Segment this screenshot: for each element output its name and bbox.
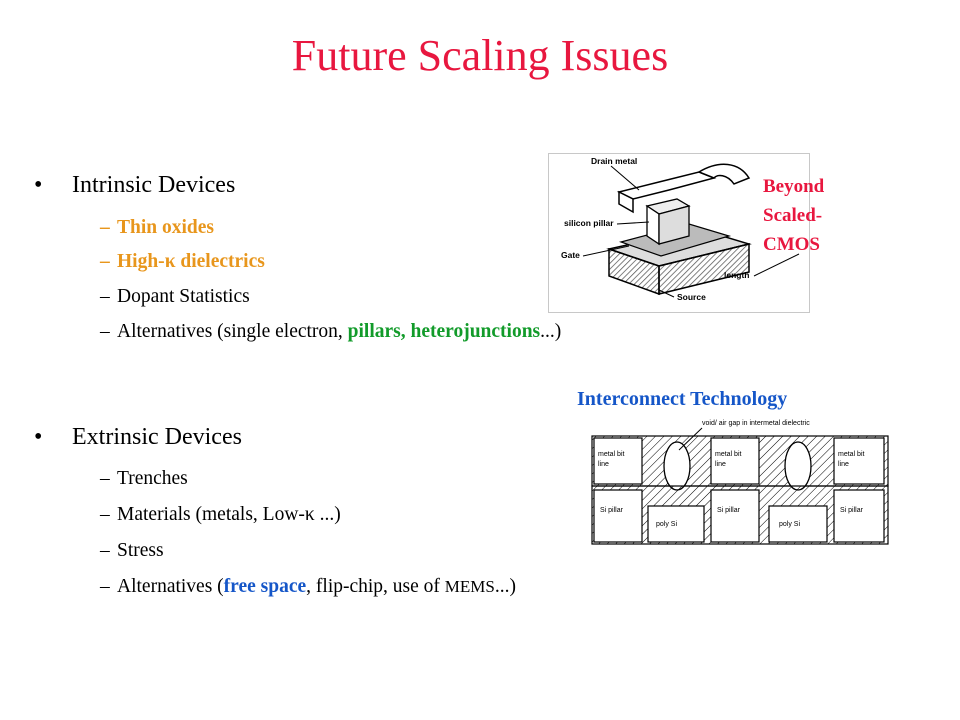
dash-glyph: – bbox=[100, 504, 110, 525]
label-poly-si-2: poly Si bbox=[779, 521, 800, 528]
dash-glyph: – bbox=[100, 576, 110, 597]
label-drain-metal: Drain metal bbox=[591, 156, 637, 166]
item-materials: –Materials (metals, Low-κ ...) bbox=[100, 504, 341, 526]
bullet-extrinsic-devices: • Extrinsic Devices bbox=[34, 424, 242, 451]
dash-glyph: – bbox=[100, 321, 110, 342]
dash-glyph: – bbox=[100, 217, 110, 238]
label-length: length bbox=[724, 270, 750, 280]
bullet-intrinsic-devices: • Intrinsic Devices bbox=[34, 172, 235, 199]
label-line-1: line bbox=[598, 461, 609, 468]
item-thin-oxides: –Thin oxides bbox=[100, 217, 214, 239]
alt-prefix: Alternatives ( bbox=[117, 576, 224, 597]
label-poly-si-1: poly Si bbox=[656, 521, 677, 528]
label-metal-bit-line-2: metal bit bbox=[715, 451, 742, 458]
trenches-text: Trenches bbox=[117, 468, 188, 489]
label-si-pillar-2: Si pillar bbox=[717, 507, 741, 514]
bullet-glyph: • bbox=[34, 424, 43, 450]
interconnect-figure: void/ air gap in intermetal dielectric m… bbox=[584, 414, 901, 550]
beyond-line-1: Beyond bbox=[763, 176, 825, 197]
high-k-prefix: High- bbox=[117, 251, 165, 272]
materials-text: Materials (metals, Low-κ ...) bbox=[117, 504, 341, 525]
beyond-scaled-cmos-label: Beyond Scaled- CMOS bbox=[763, 172, 824, 259]
stress-text: Stress bbox=[117, 540, 164, 561]
slide-title: Future Scaling Issues bbox=[291, 31, 669, 80]
alt-prefix: Alternatives (single electron, bbox=[117, 321, 348, 342]
interconnect-technology-title: Interconnect Technology bbox=[577, 388, 788, 410]
label-metal-bit-line-3: metal bit bbox=[838, 451, 865, 458]
alt-mid: , flip-chip, use of bbox=[306, 576, 445, 597]
kappa-symbol: κ bbox=[164, 251, 176, 272]
label-gate: Gate bbox=[561, 250, 580, 260]
label-source: Source bbox=[677, 292, 706, 302]
dopant-text: Dopant Statistics bbox=[117, 286, 250, 307]
high-k-suffix: dielectrics bbox=[175, 251, 265, 272]
pillar-transistor-figure: Drain metal silicon pillar Gate length S… bbox=[548, 153, 810, 313]
item-trenches: –Trenches bbox=[100, 468, 188, 490]
item-intrinsic-alternatives: –Alternatives (single electron, pillars,… bbox=[100, 321, 561, 343]
alt-suffix: ...) bbox=[540, 321, 562, 342]
extrinsic-heading: Extrinsic Devices bbox=[72, 424, 242, 450]
alt-mems: MEMS bbox=[444, 577, 495, 596]
intrinsic-heading: Intrinsic Devices bbox=[72, 172, 236, 198]
label-silicon-pillar: silicon pillar bbox=[564, 218, 614, 228]
interconnect-drawing: void/ air gap in intermetal dielectric m… bbox=[591, 420, 889, 545]
thin-oxides-text: Thin oxides bbox=[117, 217, 214, 238]
bullet-glyph: • bbox=[34, 172, 43, 198]
beyond-line-2: Scaled- bbox=[763, 205, 823, 226]
item-stress: –Stress bbox=[100, 540, 164, 562]
label-line-3: line bbox=[838, 461, 849, 468]
item-high-k-dielectrics: –High-κ dielectrics bbox=[100, 251, 265, 273]
alt-highlight-blue: free space bbox=[223, 576, 307, 597]
item-dopant-statistics: –Dopant Statistics bbox=[100, 286, 250, 308]
pillar-transistor-drawing: Drain metal silicon pillar Gate length S… bbox=[561, 156, 800, 302]
alt-highlight-green: pillars, heterojunctions bbox=[347, 321, 541, 342]
label-si-pillar-1: Si pillar bbox=[600, 507, 624, 514]
label-metal-bit-line-1: metal bit bbox=[598, 451, 625, 458]
item-extrinsic-alternatives: –Alternatives (free space, flip-chip, us… bbox=[100, 576, 516, 598]
dash-glyph: – bbox=[100, 468, 110, 489]
beyond-line-3: CMOS bbox=[763, 234, 820, 255]
label-si-pillar-3: Si pillar bbox=[840, 507, 864, 514]
dash-glyph: – bbox=[100, 540, 110, 561]
alt-suffix: ...) bbox=[494, 576, 516, 597]
label-line-2: line bbox=[715, 461, 726, 468]
dash-glyph: – bbox=[100, 286, 110, 307]
label-void-air-gap: void/ air gap in intermetal dielectric bbox=[702, 420, 810, 427]
dash-glyph: – bbox=[100, 251, 110, 272]
